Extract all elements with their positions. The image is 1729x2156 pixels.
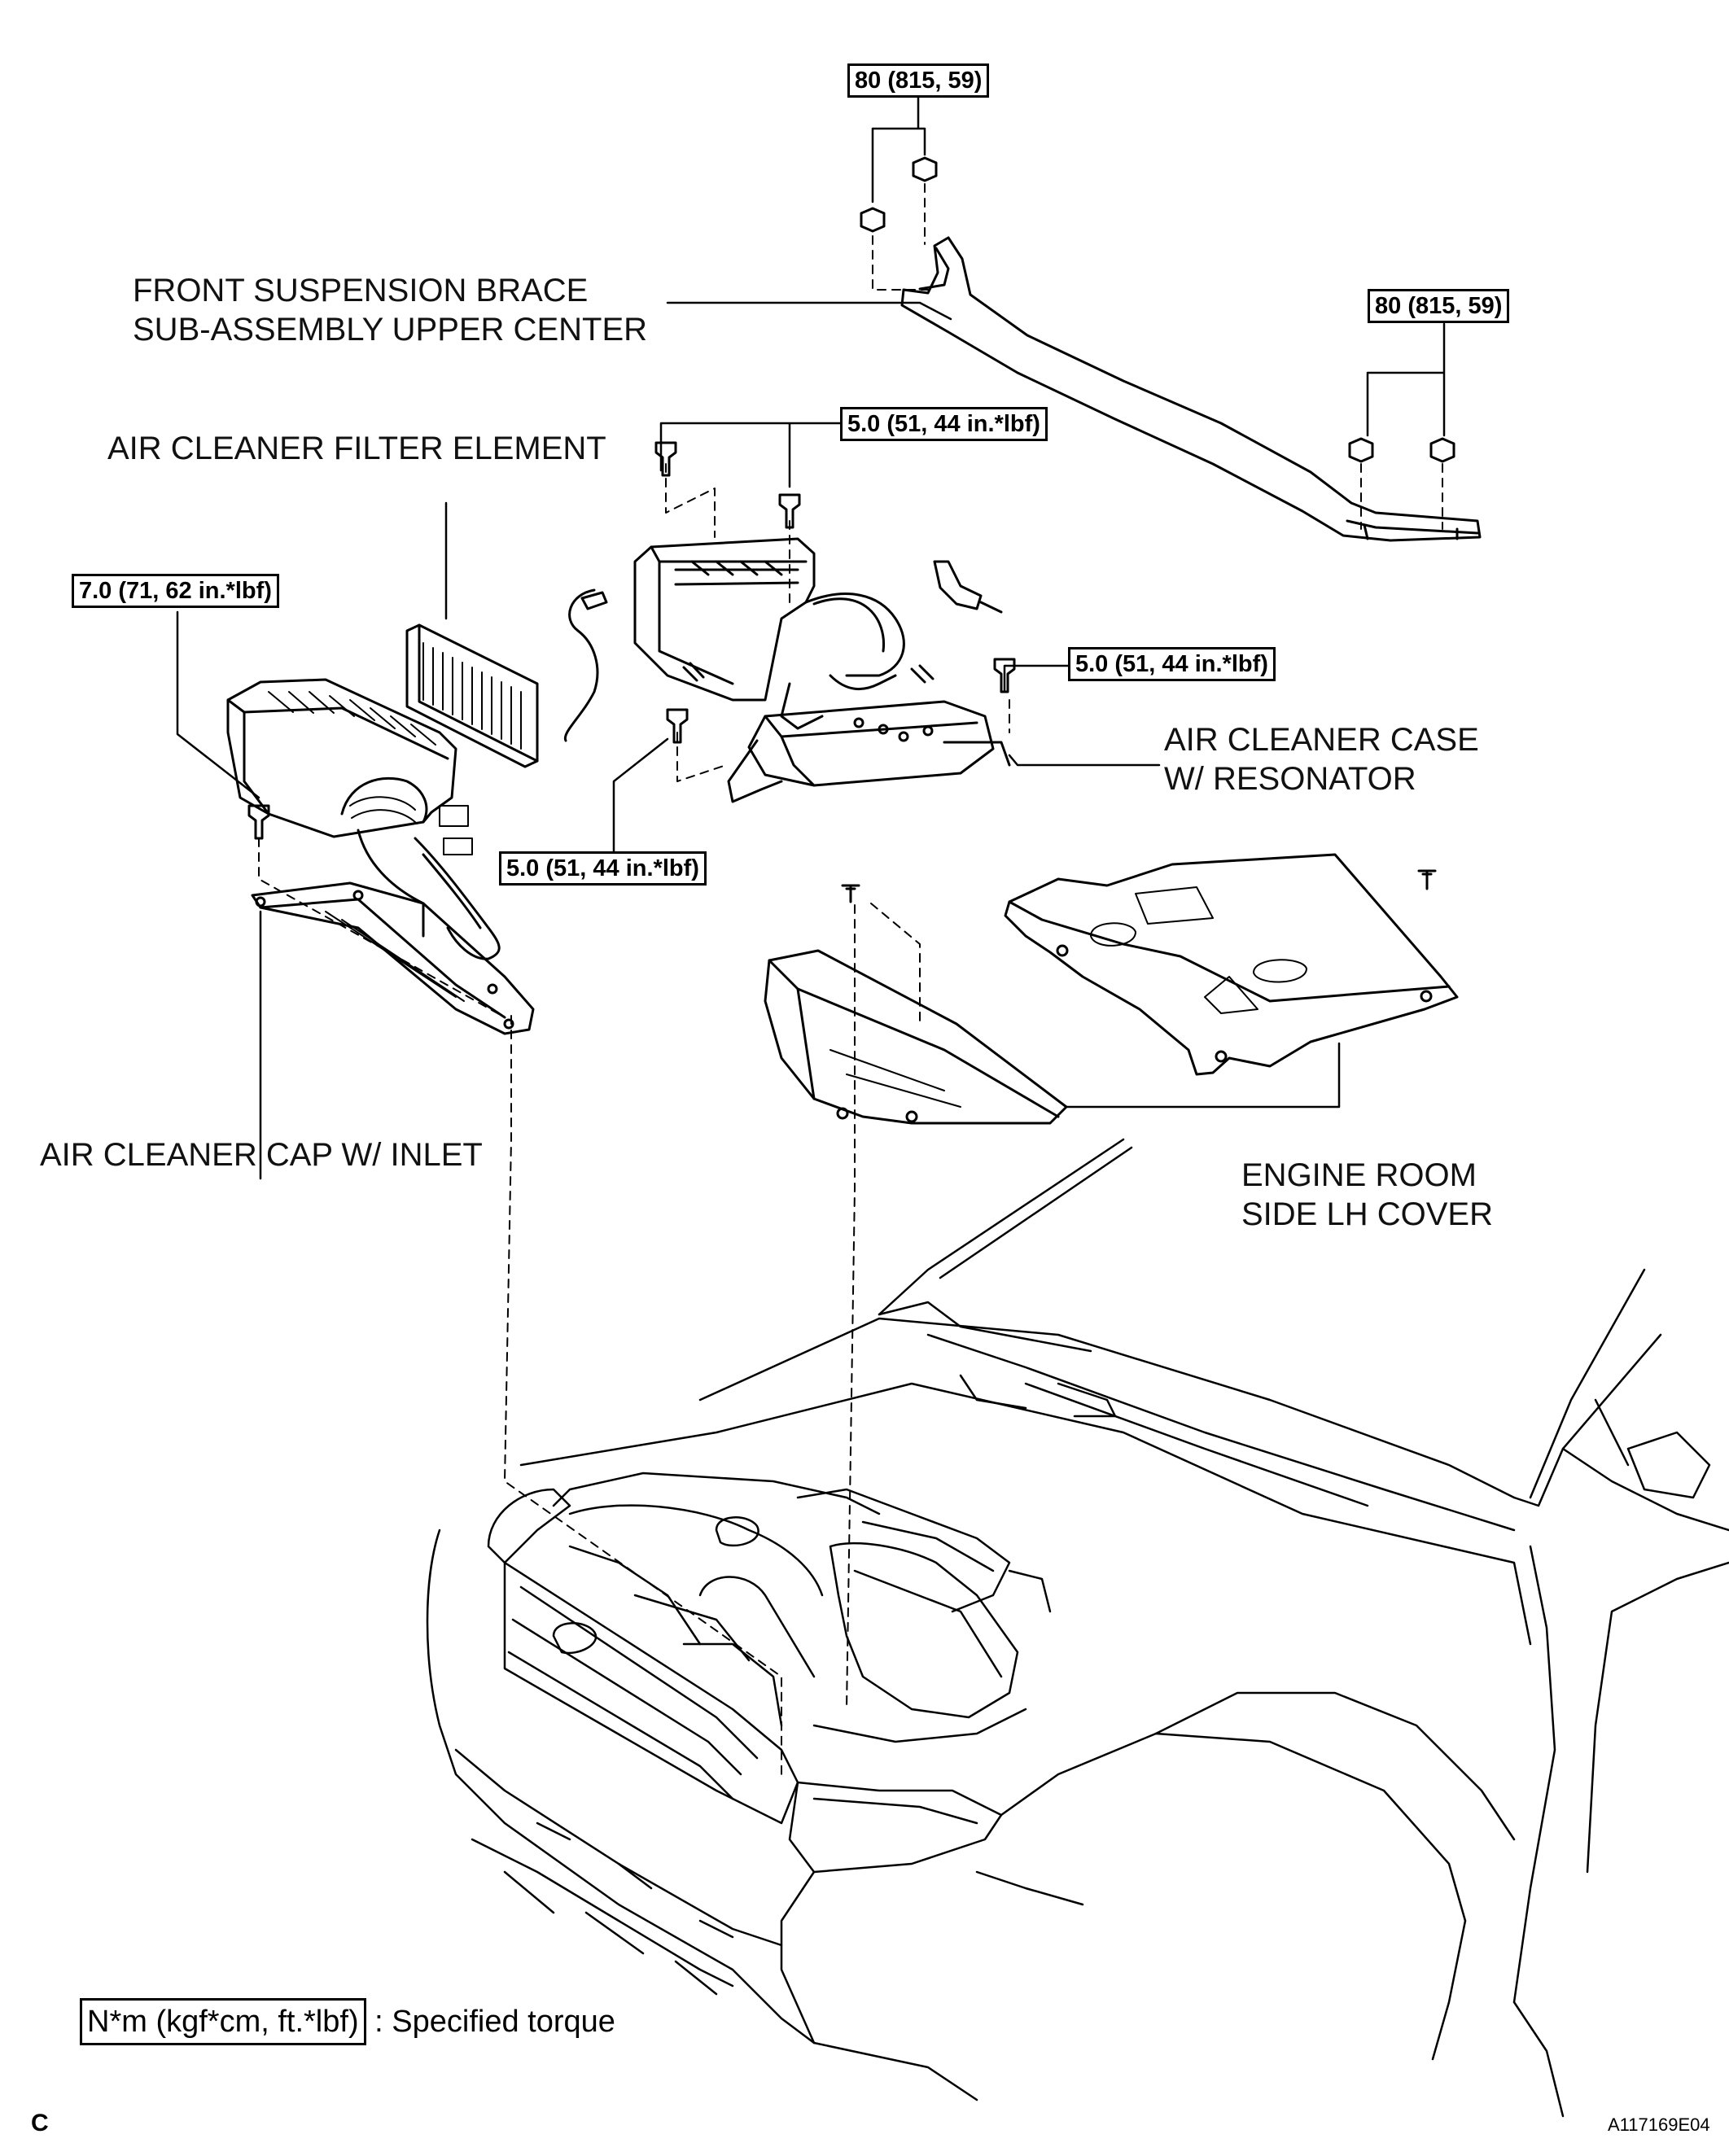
dashed-alignment-lines (258, 183, 1443, 1775)
case-bolts (654, 441, 1016, 744)
torque-leaders (176, 94, 1446, 1180)
label-air-cleaner-cap-line-1: AIR CLEANER CAP W/ INLET (40, 1137, 483, 1173)
label-air-cleaner-case-line-1: AIR CLEANER CASE (1164, 722, 1479, 758)
vehicle-front-illustration (426, 1138, 1729, 2118)
torque-case-right: 5.0 (51, 44 in.*lbf) (1068, 647, 1276, 681)
air-cleaner-case (563, 537, 1011, 803)
label-air-cleaner-case: AIR CLEANER CASE W/ RESONATOR (1164, 720, 1479, 798)
torque-brace-right: 80 (815, 59) (1368, 289, 1510, 323)
label-air-cleaner-cap: AIR CLEANER CAP W/ INLET (40, 1135, 483, 1174)
label-air-cleaner-case-line-2: W/ RESONATOR (1164, 761, 1416, 797)
torque-legend: N*m (kgf*cm, ft.*lbf) : Specified torque (80, 1998, 615, 2045)
engine-room-side-lh-cover (1004, 853, 1459, 1076)
air-cleaner-cap (226, 678, 535, 1035)
label-air-cleaner-filter-element: AIR CLEANER FILTER ELEMENT (107, 429, 606, 468)
figure-code: A117169E04 (1608, 2114, 1710, 2135)
label-front-suspension-brace-line-1: FRONT SUSPENSION BRACE (133, 273, 589, 308)
legend-unit-box: N*m (kgf*cm, ft.*lbf) (80, 1998, 366, 2045)
label-front-suspension-brace: FRONT SUSPENSION BRACE SUB-ASSEMBLY UPPE… (133, 271, 647, 349)
corner-letter: C (31, 2110, 49, 2136)
label-front-suspension-brace-line-2: SUB-ASSEMBLY UPPER CENTER (133, 312, 648, 348)
cover-clips (841, 869, 1437, 903)
torque-case-top: 5.0 (51, 44 in.*lbf) (840, 407, 1048, 441)
torque-brace-top: 80 (815, 59) (847, 63, 990, 98)
label-engine-room-side-lh-cover: ENGINE ROOM SIDE LH COVER (1241, 1156, 1493, 1234)
engine-room-cover-left (764, 949, 1068, 1125)
label-side-cover-line-1: ENGINE ROOM (1241, 1157, 1477, 1193)
legend-text: : Specified torque (374, 2005, 615, 2039)
cap-bolt (247, 804, 270, 840)
brace-nuts (860, 156, 1455, 463)
label-filter-element-line-1: AIR CLEANER FILTER ELEMENT (107, 431, 606, 466)
label-side-cover-line-2: SIDE LH COVER (1241, 1196, 1493, 1232)
torque-case-bottom: 5.0 (51, 44 in.*lbf) (499, 851, 707, 886)
torque-cap: 7.0 (71, 62 in.*lbf) (72, 574, 279, 608)
front-suspension-brace (900, 236, 1482, 542)
air-cleaner-filter-element (405, 623, 539, 768)
